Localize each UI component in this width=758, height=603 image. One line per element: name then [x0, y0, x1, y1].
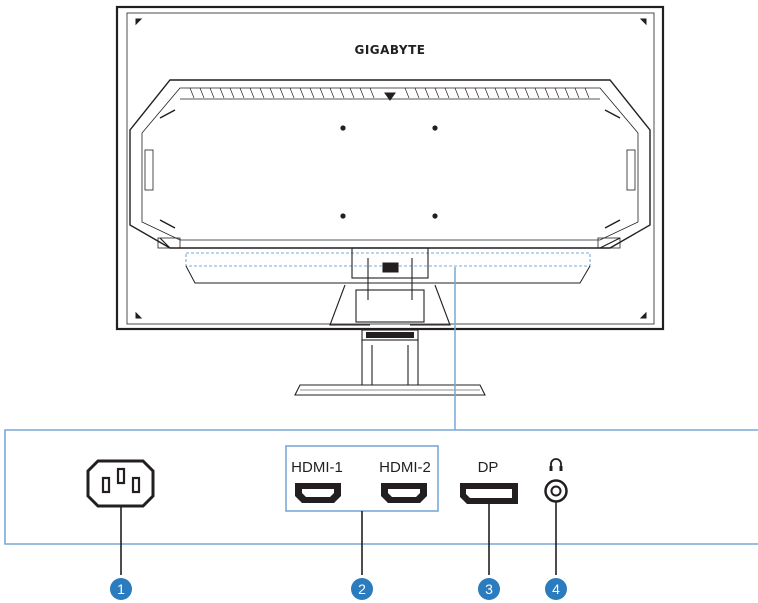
callout-4: 4 [545, 578, 567, 600]
port-area-highlight [185, 252, 591, 267]
headphone-symbol-icon [549, 458, 563, 471]
svg-text:2: 2 [358, 581, 366, 597]
hdmi-1-label: HDMI-1 [291, 459, 343, 476]
hdmi-2-port-icon [381, 483, 427, 503]
callout-3: 3 [478, 578, 500, 600]
monitor-stand [294, 247, 486, 396]
side-grip-right [626, 149, 636, 191]
vesa-mount-holes [340, 125, 438, 219]
corner-marker [639, 18, 647, 26]
monitor-outer-frame [115, 5, 665, 331]
port-panel-outline [4, 429, 758, 545]
monitor-rear-view: GS27QC GIGABYTE [115, 5, 665, 396]
svg-text:4: 4 [552, 581, 560, 597]
hdmi-1-port-icon [295, 483, 341, 503]
svg-text:1: 1 [117, 581, 125, 597]
hdmi-2-label: HDMI-2 [379, 459, 431, 476]
center-logo-mark [384, 92, 396, 101]
callout-1: 1 [110, 578, 132, 600]
ac-power-inlet-icon [86, 459, 155, 508]
svg-text:3: 3 [485, 581, 493, 597]
stand-model-text: GS27QC [384, 334, 397, 338]
callout-2: 2 [351, 578, 373, 600]
side-grip-left [144, 149, 154, 191]
brand-logo: GIGABYTE [354, 43, 425, 57]
monitor-inner-frame [126, 12, 655, 325]
lower-edge [159, 237, 621, 249]
headphone-jack-icon [544, 479, 568, 503]
dp-label: DP [478, 459, 499, 476]
corner-marker [135, 311, 143, 319]
rear-housing [129, 79, 651, 249]
callout-leaders [120, 502, 557, 575]
corner-marker [639, 311, 647, 319]
rear-housing-inner [141, 87, 639, 241]
corner-marker [135, 18, 143, 26]
displayport-icon [460, 483, 518, 504]
